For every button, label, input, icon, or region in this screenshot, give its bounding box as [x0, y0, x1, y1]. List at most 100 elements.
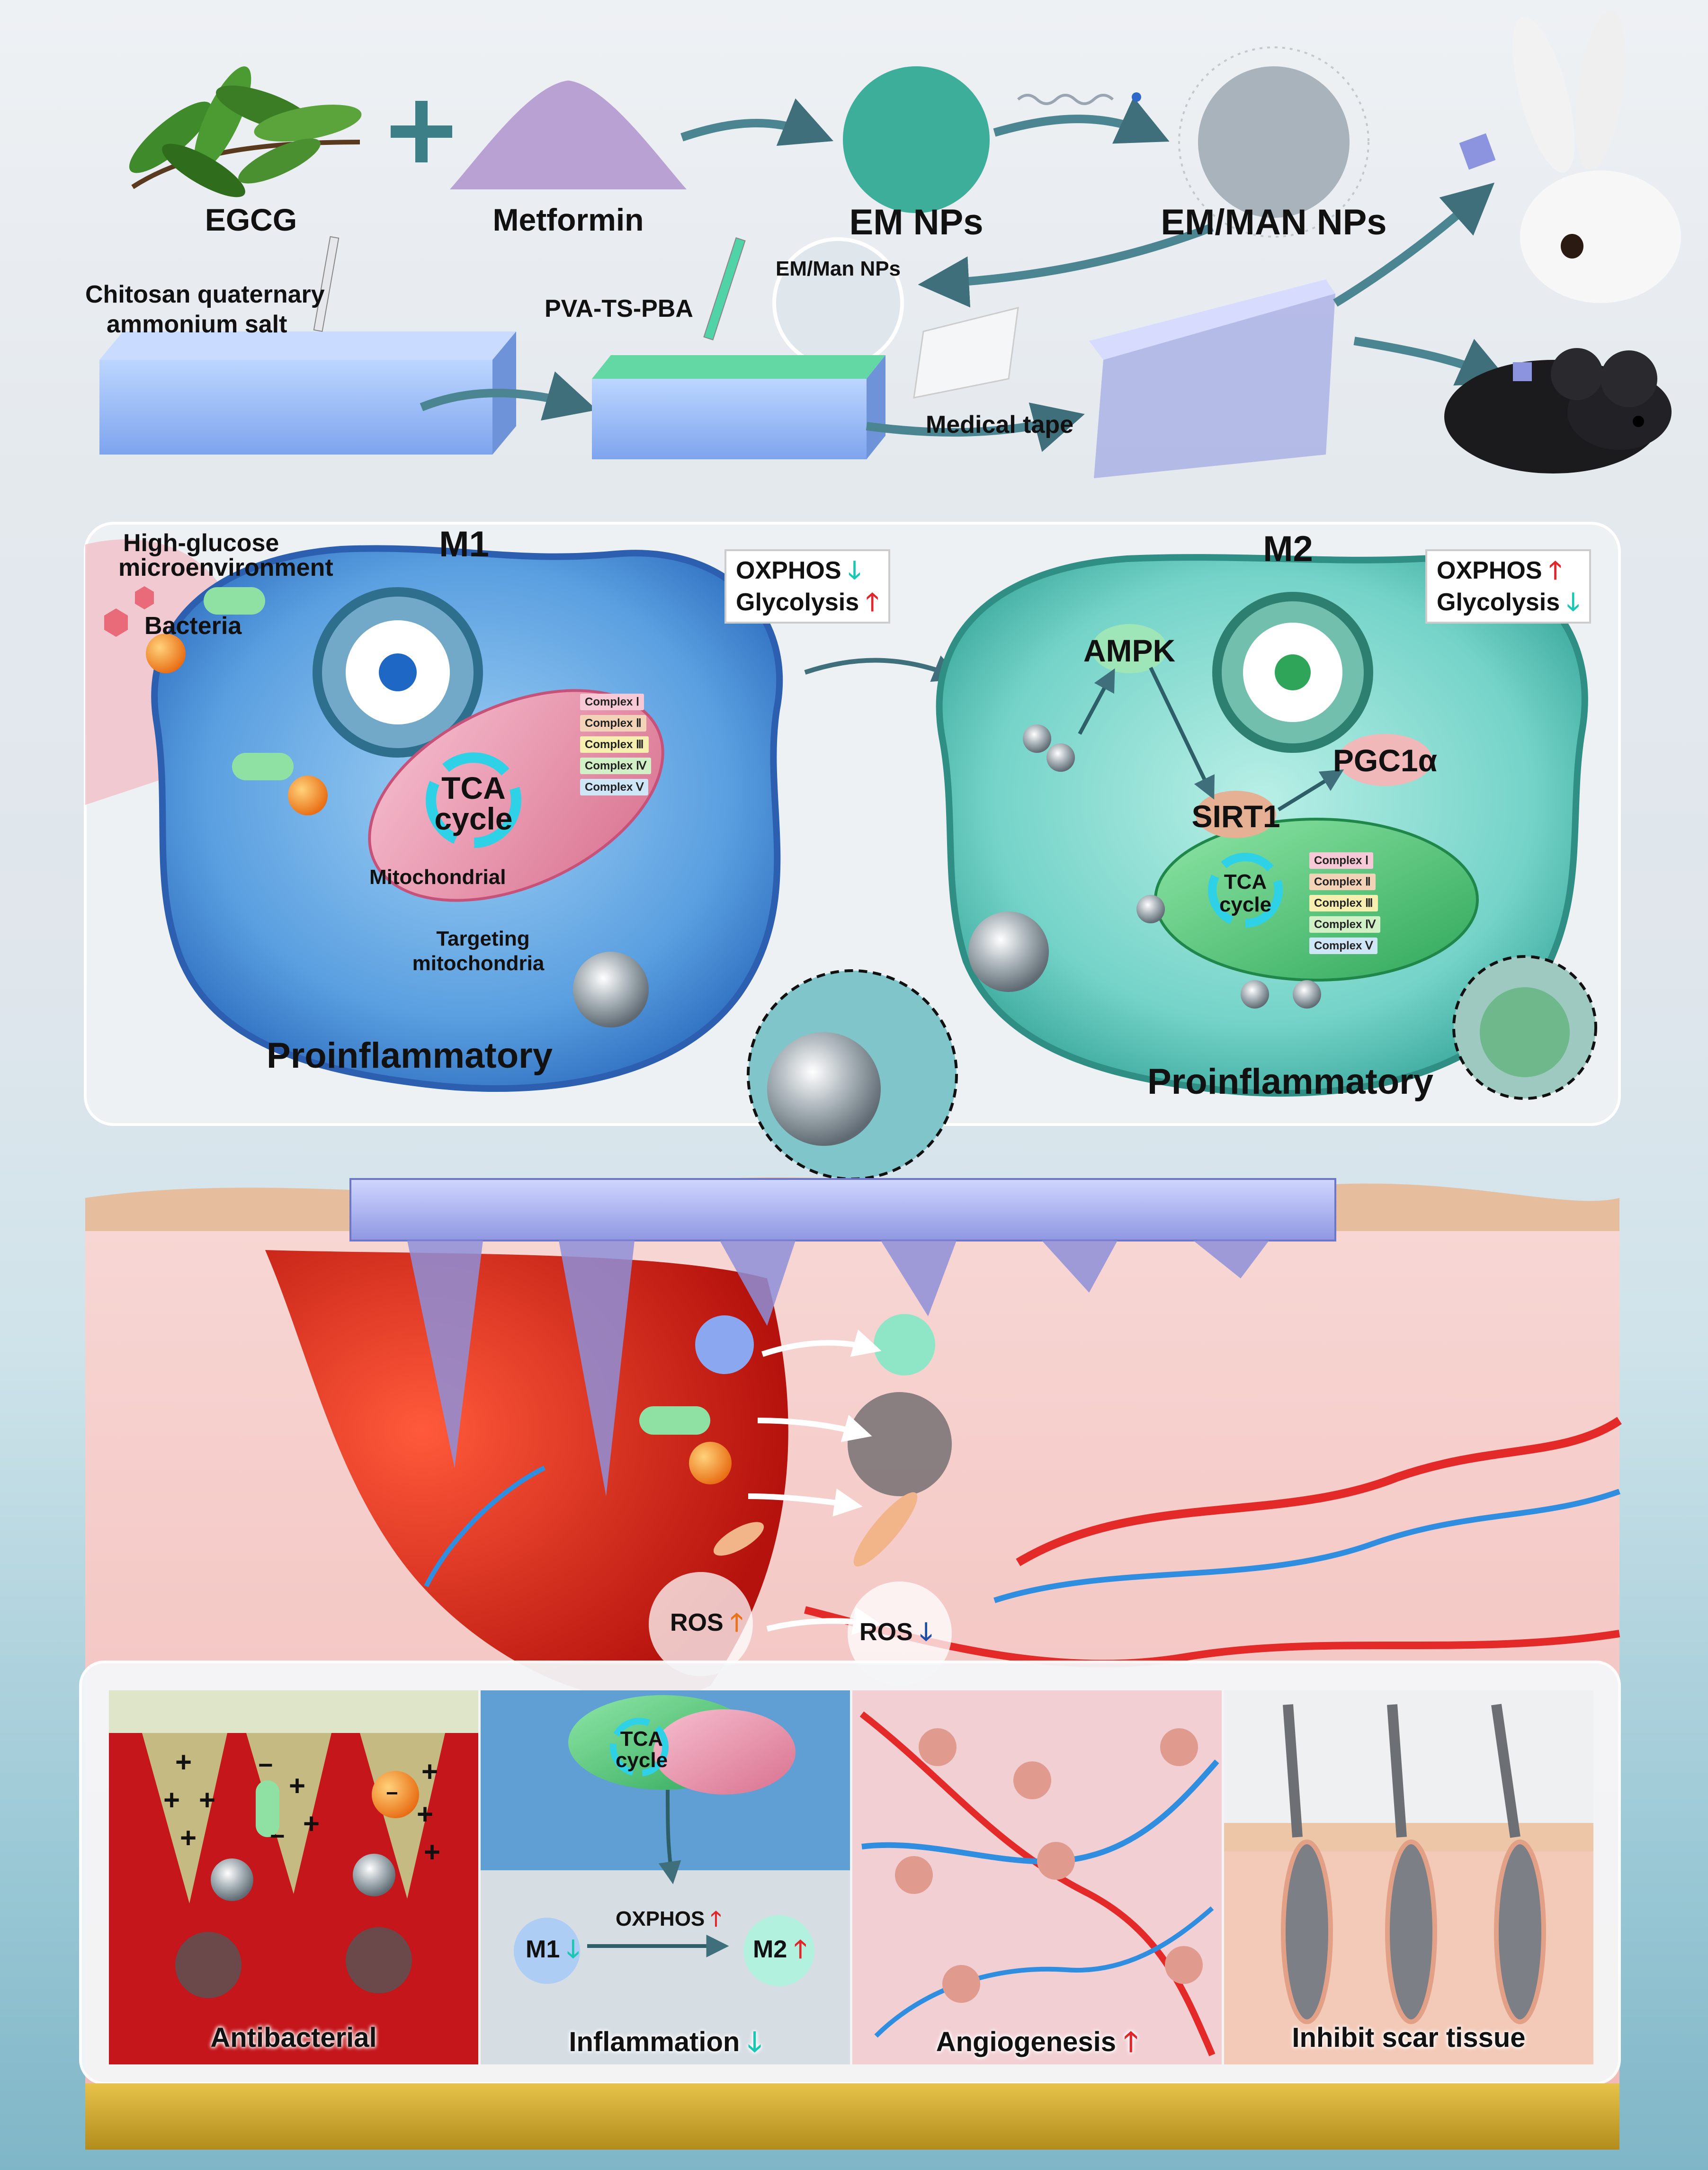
m2-metabolism-box: OXPHOS 🡑 Glycolysis 🡓 — [1425, 549, 1591, 624]
metformin-powder — [450, 80, 687, 189]
plus-sign — [391, 101, 452, 162]
sirt1-node — [1196, 791, 1276, 838]
chitosan-label-line2: ammonium salt — [107, 311, 287, 338]
m2-complex-5: Complex Ⅴ — [1309, 938, 1378, 954]
m1-oxphos-down-icon: 🡓 — [848, 557, 861, 584]
m2-title: M2 — [1263, 529, 1313, 569]
plus-sign-4: + — [180, 1822, 197, 1854]
ros-up-icon: 🡑 — [730, 1609, 743, 1636]
plus-sign-8: + — [417, 1798, 434, 1830]
m1-complex-4: Complex Ⅳ — [580, 758, 652, 774]
m2-complex-1: Complex Ⅰ — [1309, 852, 1374, 869]
plus-sign-7: + — [421, 1756, 438, 1787]
medical-tape-sheet — [913, 307, 1019, 399]
em-man-nps-sphere — [1178, 46, 1369, 238]
m2-caption: Proinflammatory — [1147, 1062, 1433, 1102]
m2-glycolysis-down-icon: 🡓 — [1566, 588, 1580, 616]
pgc1a-label: PGC1α — [1332, 743, 1438, 778]
egcg-leaves-illustration — [129, 66, 362, 197]
bottom-m1-down-icon: 🡓 — [566, 1936, 580, 1963]
angiogenesis-title: Angiogenesis 🡑 — [936, 2022, 1138, 2069]
cells-panel — [84, 522, 1621, 1180]
em-nps-label: EM NPs — [849, 202, 984, 242]
ros-left: ROS 🡑 — [670, 1610, 743, 1636]
m1-cell-icon — [514, 1918, 580, 1984]
medical-tape-label: Medical tape — [926, 411, 1074, 438]
pgc1a-node — [1338, 734, 1432, 786]
m2-tca-line1: TCA — [1224, 870, 1267, 893]
pipette-right — [703, 237, 746, 340]
pva-mold — [592, 355, 885, 459]
ros-right: ROS 🡓 — [859, 1619, 932, 1645]
plus-sign-2: + — [163, 1784, 180, 1816]
minus-sign-3: − — [386, 1782, 398, 1805]
minus-sign-2: − — [270, 1822, 285, 1850]
microneedles — [407, 1241, 1269, 1496]
m2-complex-2: Complex Ⅱ — [1309, 874, 1376, 890]
targeting-line2: mitochondria — [412, 952, 545, 975]
bottom-m1-label: M1 — [526, 1936, 560, 1963]
bottom-oxphos-up-icon: 🡑 — [710, 1907, 722, 1930]
m1-oxphos-label: OXPHOS — [736, 557, 841, 584]
chitosan-mold — [99, 331, 516, 455]
m1-tca-line1: TCA — [441, 770, 506, 805]
em-man-nps-inset-label: EM/Man NPs — [775, 257, 901, 280]
plus-sign-9: + — [424, 1836, 441, 1868]
angiogenesis-label: Angiogenesis — [936, 2027, 1116, 2057]
microneedle-patch — [1089, 279, 1335, 478]
egcg-label: EGCG — [205, 202, 297, 237]
angiogenesis-up-icon: 🡑 — [1124, 2027, 1138, 2057]
outcomes-panel — [79, 1661, 1621, 2150]
m1-complex-1: Complex Ⅰ — [580, 694, 644, 710]
m2-oxphos-label: OXPHOS — [1437, 557, 1542, 584]
inflammation-title: Inflammation 🡓 — [569, 2022, 761, 2069]
m2-complex-3: Complex Ⅲ — [1309, 895, 1378, 911]
microneedle-base — [349, 1178, 1336, 1241]
bottom-m2-up-icon: 🡑 — [794, 1936, 807, 1963]
bottom-tca-line1: TCA — [620, 1727, 663, 1750]
sirt1-label: SIRT1 — [1191, 799, 1280, 834]
m1-complex-5: Complex Ⅴ — [580, 779, 649, 795]
em-nps-sphere — [843, 66, 990, 213]
ampk-node — [1091, 624, 1167, 673]
m1-tca-line2: cycle — [434, 801, 513, 836]
bottom-m1: M1 🡓 — [526, 1937, 580, 1963]
targeting-line1: Targeting — [436, 927, 530, 950]
m1-glycolysis-label: Glycolysis — [736, 588, 859, 616]
m1-complex-3: Complex Ⅲ — [580, 736, 649, 753]
bottom-tca-line2: cycle — [615, 1749, 668, 1772]
ampk-label: AMPK — [1083, 633, 1176, 668]
m1-complex-2: Complex Ⅱ — [580, 715, 646, 732]
scar-title: Inhibit scar tissue — [1292, 2022, 1526, 2053]
bottom-oxphos: OXPHOS 🡑 — [616, 1908, 721, 1930]
m2-complex-4: Complex Ⅳ — [1309, 916, 1381, 933]
m1-caption: Proinflammatory — [267, 1036, 553, 1076]
m1-title: M1 — [439, 524, 489, 564]
high-glucose-line1: High-glucose — [123, 529, 279, 557]
plus-sign-1: + — [175, 1746, 192, 1778]
ros-right-label: ROS — [859, 1618, 913, 1646]
bottom-m2-label: M2 — [753, 1936, 787, 1963]
bottom-oxphos-label: OXPHOS — [616, 1907, 705, 1930]
bottom-m2: M2 🡑 — [753, 1937, 807, 1963]
high-glucose-line2: microenvironment — [118, 554, 333, 581]
m2-glycolysis-label: Glycolysis — [1437, 588, 1560, 616]
inflammation-label: Inflammation — [569, 2027, 740, 2057]
m1-metabolism-box: OXPHOS 🡓 Glycolysis 🡑 — [724, 549, 890, 624]
pipette-left — [313, 236, 340, 332]
bacteria-label: Bacteria — [144, 612, 242, 640]
mouse-illustration — [1444, 348, 1672, 473]
synthesis-section — [99, 10, 1681, 478]
antibacterial-title: Antibacterial — [210, 2022, 377, 2053]
plus-sign-6: + — [303, 1808, 320, 1840]
metformin-label: Metformin — [492, 202, 644, 237]
mitochondrial-label: Mitochondrial — [369, 866, 506, 889]
m2-tca-line2: cycle — [1219, 893, 1272, 916]
rabbit-illustration — [1459, 10, 1681, 303]
ros-left-label: ROS — [670, 1609, 724, 1636]
m1-nucleus — [313, 587, 483, 758]
plus-sign-5: + — [289, 1770, 306, 1802]
m2-cell-icon — [743, 1915, 814, 1986]
